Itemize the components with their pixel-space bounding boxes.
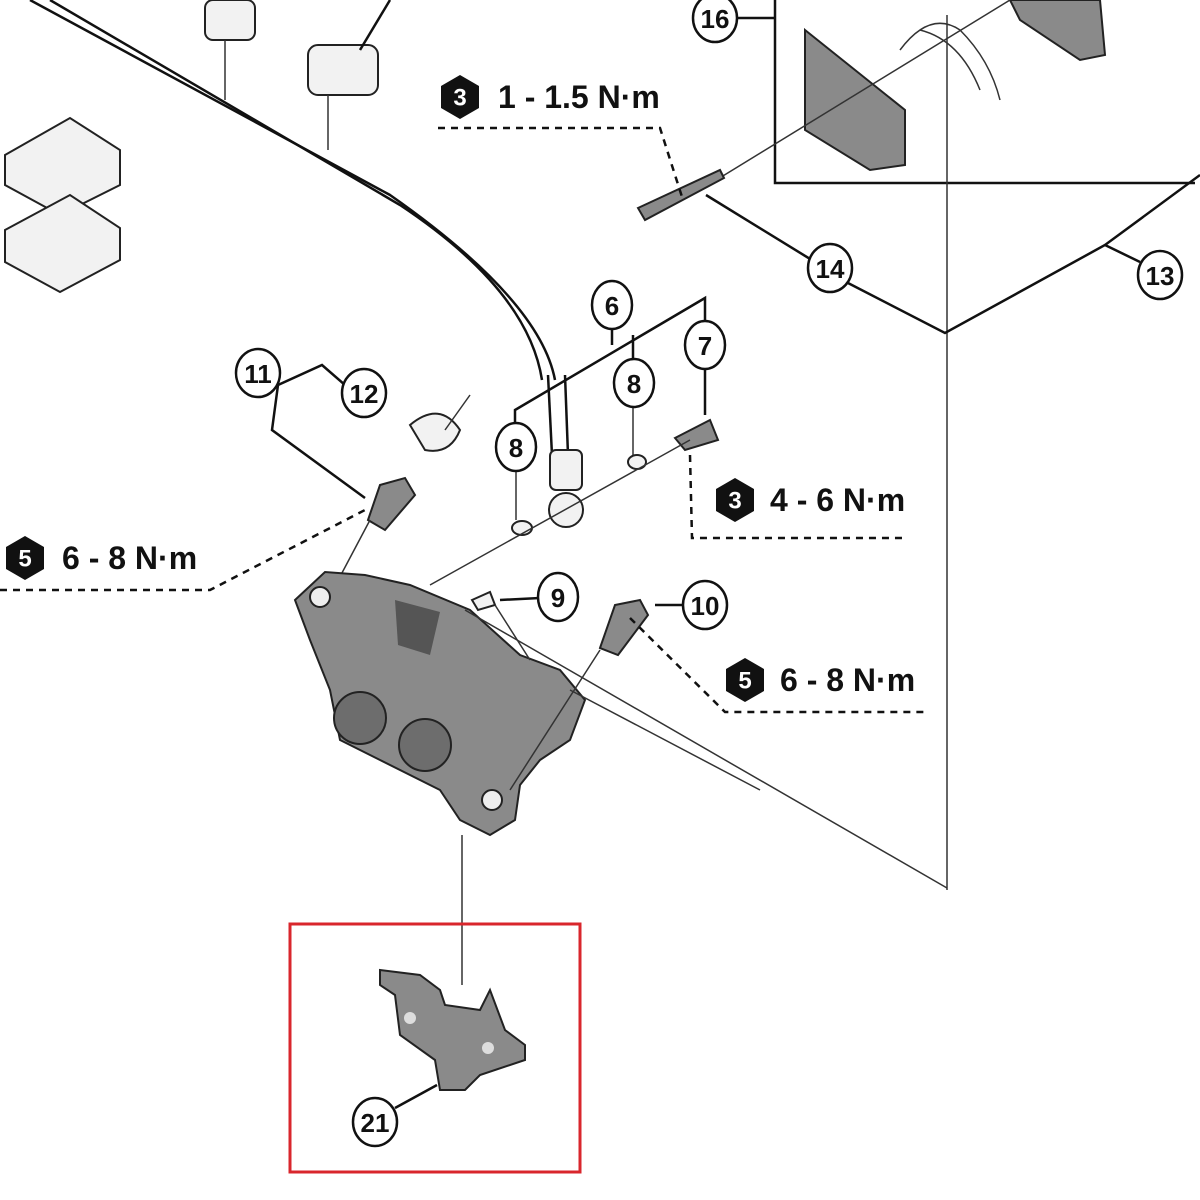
svg-text:6 - 8 N·m: 6 - 8 N·m: [62, 540, 197, 576]
svg-text:9: 9: [551, 583, 565, 613]
hose-clamps: [4, 0, 392, 294]
svg-text:4 - 6 N·m: 4 - 6 N·m: [770, 482, 905, 518]
callout-11: 11: [234, 347, 282, 399]
svg-text:6 - 8 N·m: 6 - 8 N·m: [780, 662, 915, 698]
svg-text:5: 5: [738, 668, 751, 695]
svg-text:21: 21: [361, 1108, 390, 1138]
svg-text:8: 8: [627, 369, 641, 399]
callout-9: 9: [536, 571, 580, 623]
callout-16: 16: [691, 0, 739, 44]
svg-text:5: 5: [18, 546, 31, 573]
callout-12: 12: [340, 367, 388, 419]
svg-text:16: 16: [701, 4, 730, 34]
svg-text:10: 10: [691, 591, 720, 621]
mount-bolt-and-clip: [324, 394, 471, 606]
brake-pad-inset: [699, 0, 1195, 890]
svg-text:3: 3: [453, 85, 466, 112]
svg-text:11: 11: [244, 359, 272, 389]
callout-8: 8: [494, 421, 538, 473]
svg-text:14: 14: [816, 254, 845, 284]
banjo-assembly: [429, 418, 720, 586]
torque-spec-mount-bolt-left: 5 6 - 8 N·m: [6, 536, 197, 580]
svg-text:1 - 1.5 N·m: 1 - 1.5 N·m: [498, 79, 660, 115]
svg-text:6: 6: [605, 291, 619, 321]
torque-spec-pad-pin: 3 1 - 1.5 N·m: [441, 75, 660, 119]
callout-8: 8: [612, 357, 656, 409]
torque-spec-mount-bolt-right: 5 6 - 8 N·m: [726, 658, 915, 702]
svg-text:13: 13: [1146, 261, 1175, 291]
brake-hose: [29, 0, 570, 456]
svg-text:3: 3: [728, 488, 741, 515]
svg-text:8: 8: [509, 433, 523, 463]
callout-13: 13: [1136, 249, 1184, 301]
callout-10: 10: [681, 579, 729, 631]
highlight-box-part-21: [288, 922, 582, 1174]
callout-7: 7: [683, 319, 727, 371]
callout-14: 14: [806, 242, 854, 294]
brake-caliper: [293, 570, 948, 985]
mount-adapter-21: [379, 968, 526, 1110]
callout-21: 21: [351, 1096, 399, 1148]
svg-text:7: 7: [698, 331, 712, 361]
torque-spec-banjo-bolt: 3 4 - 6 N·m: [716, 478, 905, 522]
callout-6: 6: [590, 279, 634, 331]
svg-text:12: 12: [350, 379, 379, 409]
